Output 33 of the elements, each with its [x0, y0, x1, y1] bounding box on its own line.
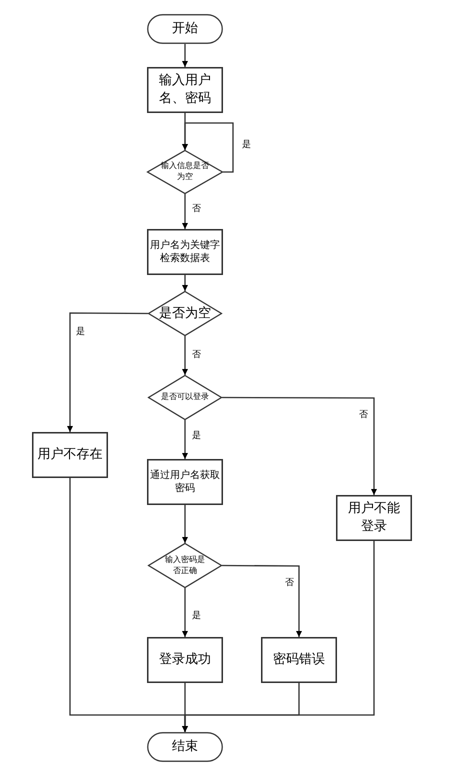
edge-label: 是 [241, 141, 252, 151]
decision-diamond: 输入信息是否为空 [147, 150, 223, 194]
arrow [182, 683, 300, 732]
arrow [182, 122, 234, 173]
arrow [182, 275, 188, 291]
arrow [182, 336, 188, 375]
arrow [182, 420, 188, 459]
decision-diamond: 是否为空 [148, 291, 222, 336]
edge-label: 否 [191, 205, 202, 215]
edge-label: 否 [191, 351, 202, 361]
arrow [67, 312, 148, 432]
terminal-shape: 结束 [147, 732, 223, 762]
terminal-shape: 开始 [147, 14, 223, 44]
decision-diamond: 是否可以登录 [148, 375, 222, 420]
process-box: 通过用户名获取密码 [147, 459, 223, 505]
process-box: 用户名为关键字检索数据表 [147, 229, 223, 275]
process-box: 用户不能登录 [336, 495, 412, 541]
edge-label: 否 [358, 411, 369, 421]
process-box: 输入用户名、密码 [147, 67, 223, 113]
arrow [182, 194, 188, 229]
arrow [182, 588, 188, 637]
decision-diamond: 输入密码是否正确 [148, 543, 222, 588]
edge-label: 是 [191, 432, 202, 442]
process-box: 密码错误 [261, 637, 337, 683]
edge-label: 是 [75, 328, 86, 338]
edge-label: 否 [284, 579, 295, 589]
arrow [222, 564, 302, 637]
arrow [222, 396, 377, 495]
arrow [182, 44, 188, 67]
process-box: 登录成功 [147, 637, 223, 683]
arrow [182, 505, 188, 543]
edge-label: 是 [191, 612, 202, 622]
process-box: 用户不存在 [32, 432, 108, 478]
